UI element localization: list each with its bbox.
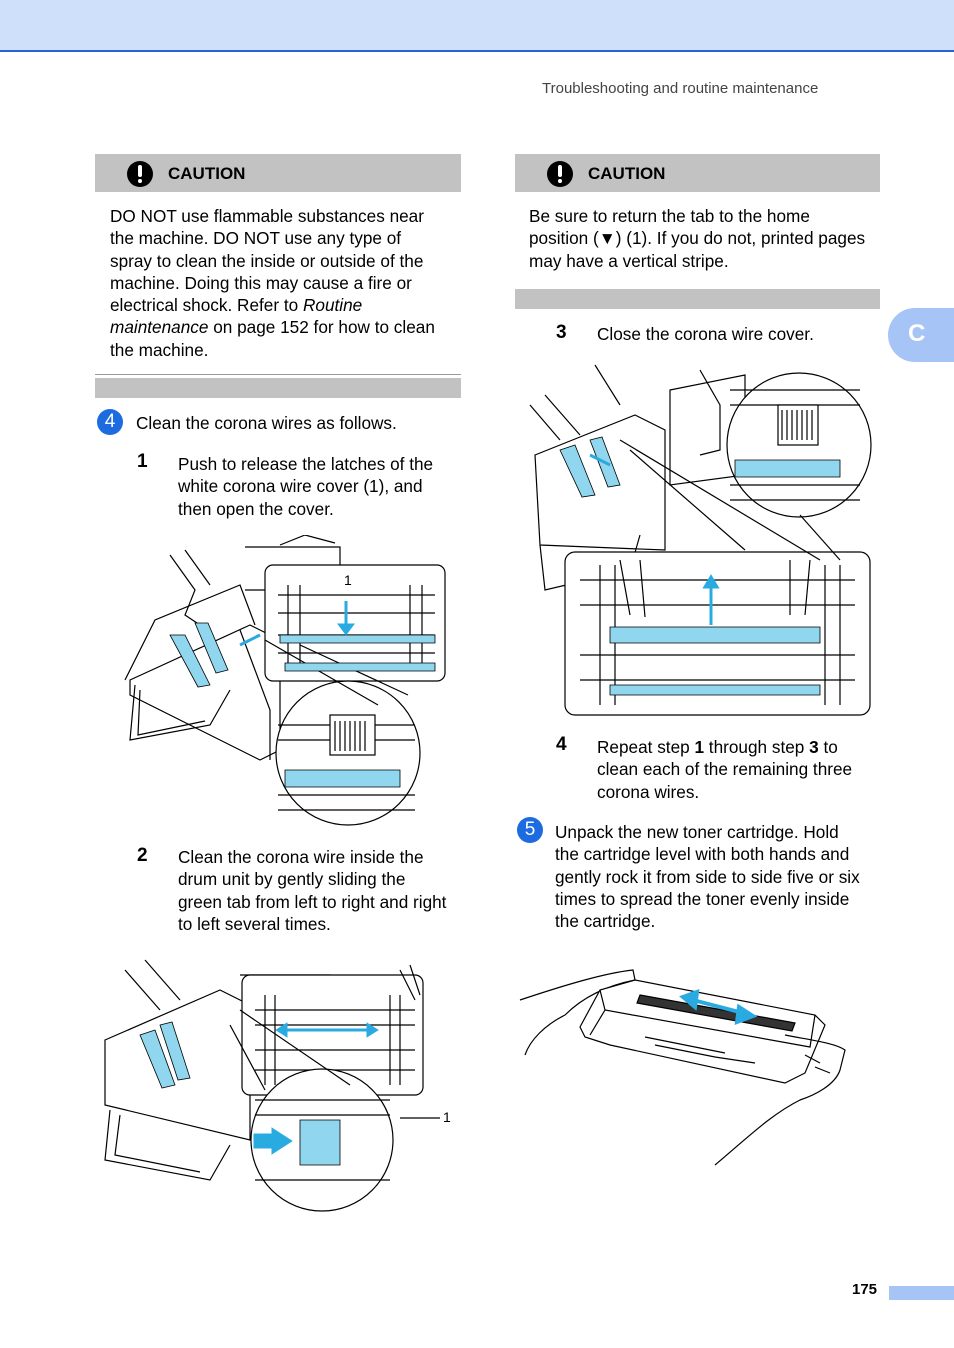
callout-label: 1 (344, 572, 352, 588)
illustration-slide-green-tab: 1 (104, 959, 451, 1212)
caution-title: CAUTION (168, 164, 246, 183)
substep-text: Close the corona wire cover. (597, 324, 814, 344)
substep-text: Push to release the latches of the white… (178, 454, 434, 519)
step-text: Unpack the new toner cartridge. Hold the… (555, 822, 860, 932)
caution-end-bar (95, 378, 461, 398)
running-header: Troubleshooting and routine maintenance (542, 80, 819, 97)
substep-text: Repeat step 1 through step 3 to clean ea… (597, 737, 853, 802)
caution-text-left: DO NOT use flammable substances near the… (110, 206, 435, 360)
substep-number: 3 (556, 322, 567, 343)
substep-text: Clean the corona wire inside the drum un… (178, 847, 447, 934)
caution-end-rule (95, 374, 461, 375)
page-number-bar (889, 1286, 954, 1300)
illustration-rock-toner-cartridge (519, 969, 846, 1166)
callout-label: 1 (443, 1109, 451, 1125)
chapter-tab[interactable]: C (888, 308, 954, 362)
step-number-badge: 5 (517, 817, 543, 843)
illustration-close-corona-cover (529, 364, 872, 716)
caution-title: CAUTION (588, 164, 666, 183)
exclamation-icon (547, 161, 573, 187)
page-number: 175 (852, 1281, 878, 1298)
step-number-badge: 4 (97, 409, 123, 435)
caution-end-bar (515, 289, 880, 309)
top-banner (0, 0, 954, 52)
routine-maintenance-link[interactable]: Routine (302, 295, 363, 316)
caution-header-right: CAUTION (515, 154, 880, 192)
substep-number: 1 (137, 451, 148, 472)
illustration-open-corona-cover: 1 (124, 535, 446, 826)
caution-text-right: Be sure to return the tab to the home po… (529, 206, 866, 271)
chapter-tab-letter: C (908, 320, 926, 347)
substep-number: 4 (556, 734, 567, 755)
step-text: Clean the corona wires as follows. (136, 413, 397, 433)
caution-header-left: CAUTION (95, 154, 461, 192)
exclamation-icon (127, 161, 153, 187)
substep-number: 2 (137, 845, 148, 866)
